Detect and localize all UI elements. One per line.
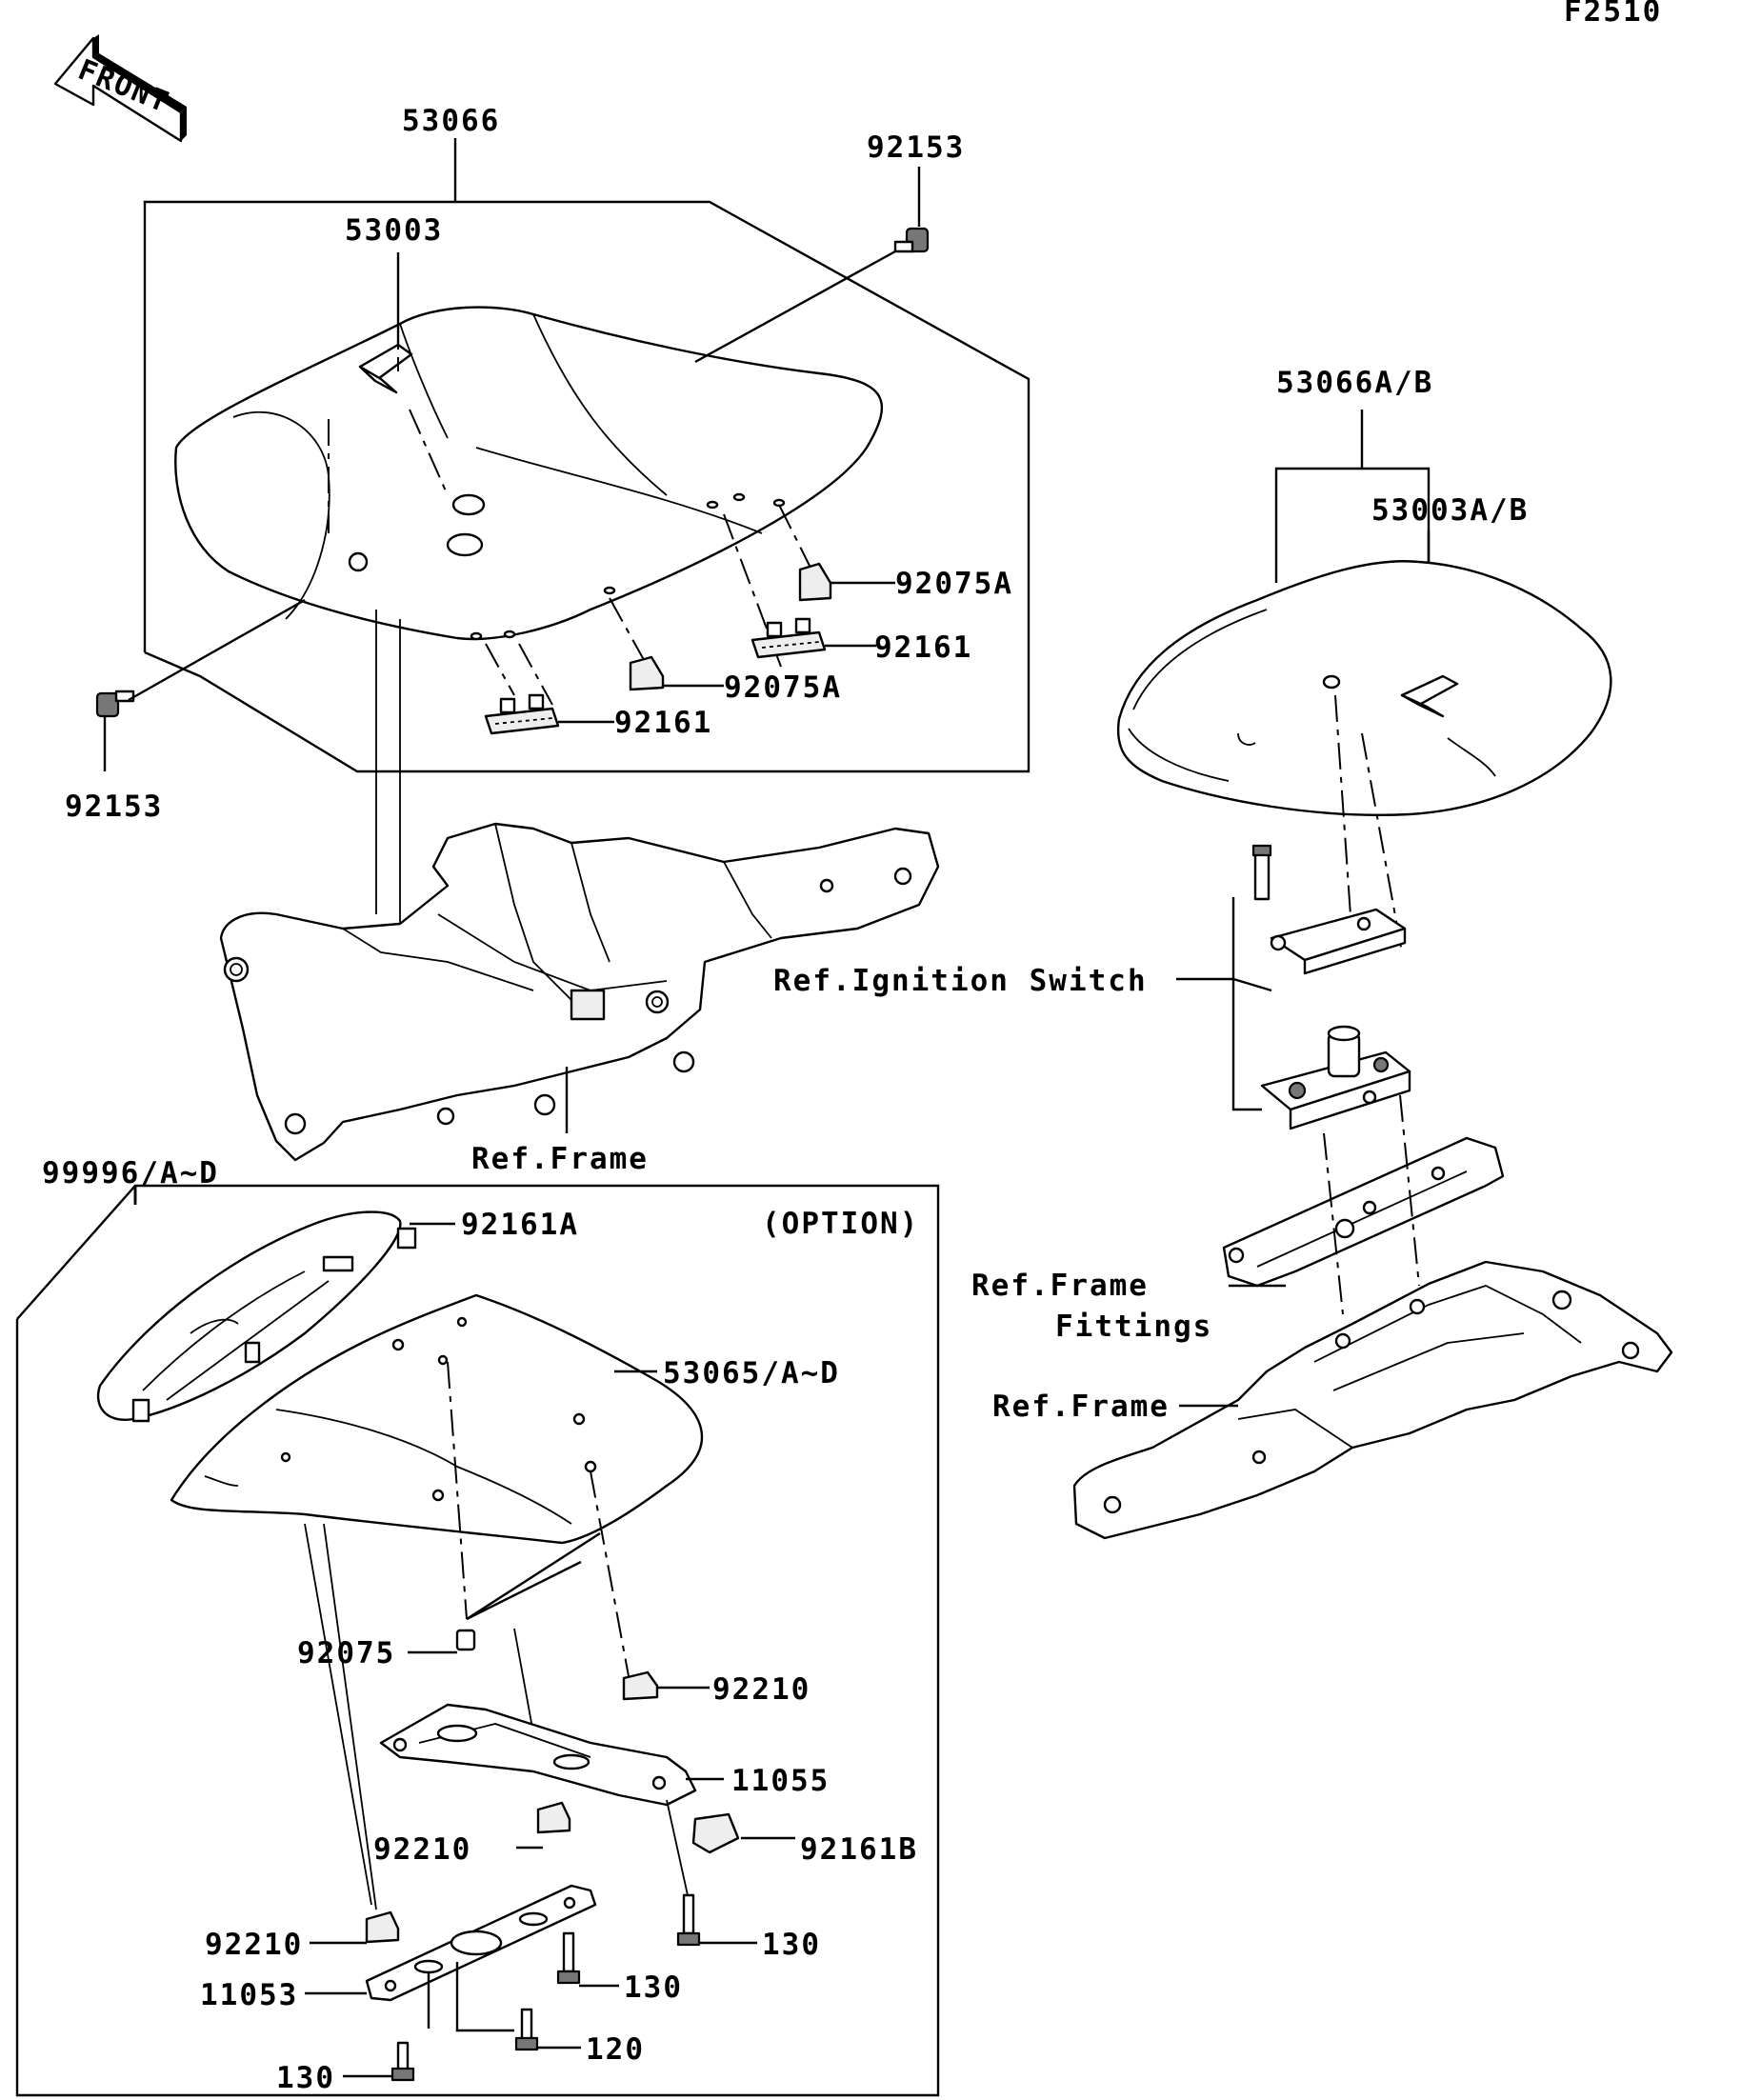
label-92161-2: 92161 <box>614 706 712 740</box>
label-92161B: 92161B <box>800 1832 918 1867</box>
label-92210-3: 92210 <box>205 1928 303 1962</box>
bolt-130-middle-icon <box>556 1931 581 1985</box>
label-92161A: 92161A <box>461 1208 579 1242</box>
label-92210-2: 92210 <box>373 1832 471 1867</box>
label-11053: 11053 <box>200 1978 298 2012</box>
label-ref-frame-fittings-2: Fittings <box>1055 1310 1212 1344</box>
seat-assembly-group <box>95 138 1031 948</box>
label-92210-1: 92210 <box>712 1672 810 1707</box>
label-ref-frame-2: Ref.Frame <box>992 1390 1170 1424</box>
bolt-92153-top-icon <box>893 227 930 253</box>
label-130-1: 130 <box>762 1928 821 1962</box>
seat-hole <box>451 493 486 516</box>
label-92153-top: 92153 <box>867 130 965 165</box>
label-99996: 99996/A~D <box>42 1156 219 1190</box>
nut-92210-1 <box>622 1670 659 1701</box>
label-130-2: 130 <box>624 1970 683 2005</box>
label-53065: 53065/A~D <box>663 1356 840 1390</box>
label-11055: 11055 <box>731 1764 830 1798</box>
bolt-120-icon <box>514 2008 539 2051</box>
label-92075A-2: 92075A <box>724 670 842 705</box>
rubber-92161B <box>691 1812 740 1854</box>
clip-92161-1 <box>750 617 827 659</box>
label-92161-1: 92161 <box>874 630 972 665</box>
label-53003: 53003 <box>345 213 443 248</box>
screw-92075-icon <box>455 1629 476 1651</box>
damper-92075A-1 <box>798 562 832 602</box>
passenger-seat-group <box>1072 410 1673 1540</box>
bolt-130-bottom-icon <box>390 2041 415 2082</box>
label-53066: 53066 <box>402 104 500 138</box>
option-label: (OPTION) <box>762 1207 919 1241</box>
front-label: FRONT <box>73 53 174 120</box>
label-92075: 92075 <box>297 1636 395 1670</box>
bolt-130-right-icon <box>676 1893 701 1947</box>
option-box-group <box>15 1184 940 2097</box>
figure-code: F2510 <box>1564 0 1662 29</box>
label-120: 120 <box>586 2032 645 2067</box>
label-130-3: 130 <box>276 2061 335 2095</box>
label-92075A-1: 92075A <box>895 567 1013 601</box>
label-53066AB: 53066A/B <box>1276 366 1433 400</box>
label-ref-frame-fittings-1: Ref.Frame <box>971 1269 1149 1303</box>
label-92153-left: 92153 <box>65 790 163 824</box>
clip-92161-2 <box>484 693 560 735</box>
front-arrow-icon: FRONT <box>53 34 187 143</box>
damper-92075A-2 <box>629 655 665 691</box>
label-ref-ignition-switch: Ref.Ignition Switch <box>773 964 1148 998</box>
bolt-92153-left-icon <box>95 690 135 718</box>
main-frame <box>219 822 940 1162</box>
label-ref-frame-1: Ref.Frame <box>471 1142 649 1176</box>
label-53003AB: 53003A/B <box>1371 493 1529 528</box>
